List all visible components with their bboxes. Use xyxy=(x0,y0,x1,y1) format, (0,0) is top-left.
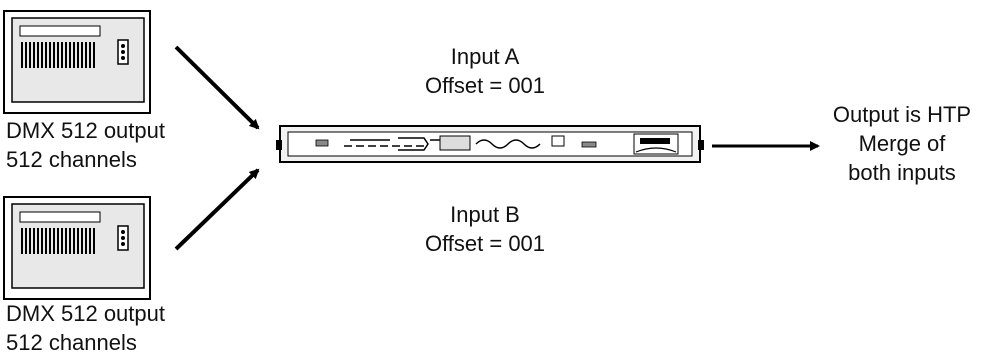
top-source-label-line1: DMX 512 output xyxy=(6,118,165,143)
arrow-top-to-merger xyxy=(174,45,260,130)
bottom-source-label: DMX 512 output 512 channels xyxy=(6,299,165,357)
bottom-source-label-line2: 512 channels xyxy=(6,330,137,355)
input-a-title: Input A xyxy=(450,44,520,69)
input-b-title: Input B xyxy=(450,202,520,227)
output-label-line1: Output is HTP xyxy=(832,102,972,127)
output-label: Output is HTP Merge of both inputs xyxy=(812,100,992,187)
input-a-offset: Offset = 001 xyxy=(424,73,546,98)
output-label-line3: both inputs xyxy=(848,160,956,185)
top-source-label: DMX 512 output 512 channels xyxy=(6,116,165,174)
input-b-offset: Offset = 001 xyxy=(424,231,546,256)
input-b-label: Input B Offset = 001 xyxy=(395,200,575,258)
input-a-label: Input A Offset = 001 xyxy=(395,42,575,100)
merger-rack-unit-icon xyxy=(276,125,704,163)
bottom-source-label-line1: DMX 512 output xyxy=(6,301,165,326)
arrow-bottom-to-merger xyxy=(174,168,260,251)
output-label-line2: Merge of xyxy=(858,131,946,156)
top-console-icon xyxy=(3,10,151,114)
bottom-console-icon xyxy=(3,196,151,300)
top-source-label-line2: 512 channels xyxy=(6,147,137,172)
